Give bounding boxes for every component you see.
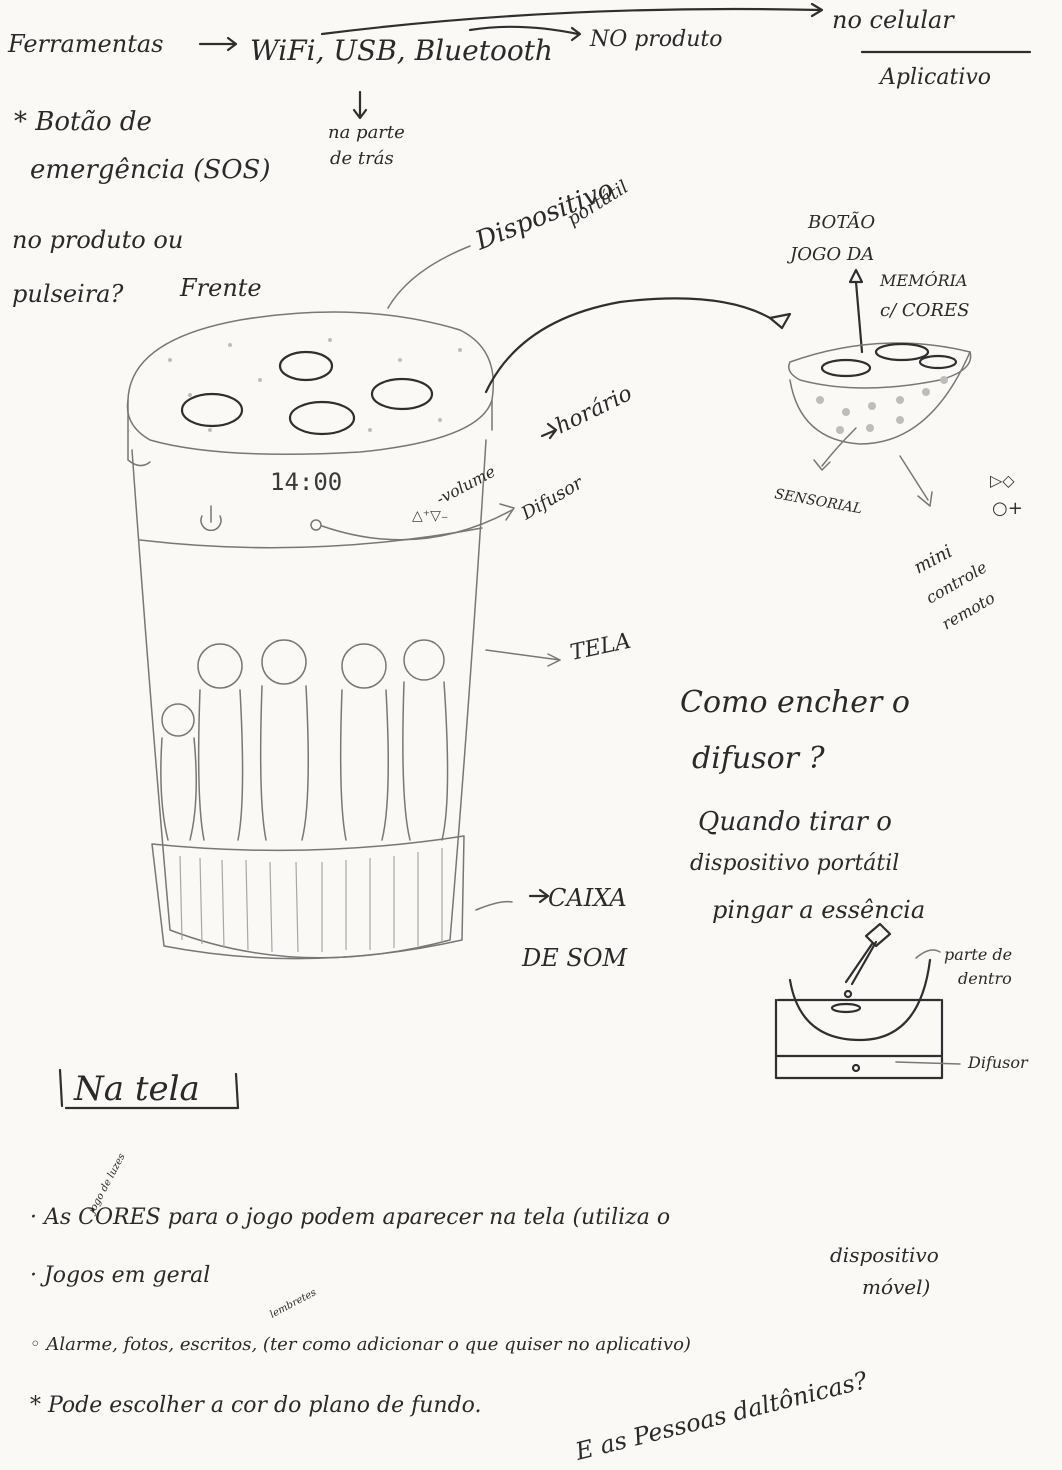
speaker-label-2: DE SOM [521, 944, 629, 972]
lid-button-right [372, 379, 432, 409]
inner-part-1: parte de [944, 945, 1012, 964]
diffuser-q-2: difusor ? [692, 741, 826, 776]
screen-notes: Na tela jogo de luzes · As CORES para o … [30, 1069, 939, 1466]
diffuser-tag: Difusor [967, 1053, 1029, 1072]
diffuser-notes: Como encher o difusor ? Quando tirar o d… [680, 685, 1029, 1078]
arrow-to-remote [486, 298, 770, 392]
on-phone-label: no celular [832, 6, 955, 34]
remote-button-1 [822, 360, 870, 376]
sos-notes: * Botão de emergência (SOS) no produto o… [12, 107, 271, 308]
note-above-escritos: lembretes [268, 1287, 318, 1321]
portable-leader [388, 246, 470, 308]
memory-line-1: BOTÃO [807, 211, 875, 233]
curve-to-product [470, 27, 578, 34]
screen-bullet-1-cont-1: dispositivo [830, 1243, 939, 1267]
on-product-label: NO produto [589, 27, 722, 52]
speaker-label-1: CAIXA [548, 884, 627, 912]
diffuser-q-1: Como encher o [680, 685, 910, 720]
diffuser-q-3: Quando tirar o [698, 807, 892, 837]
sos-line-2: emergência (SOS) [30, 155, 271, 185]
memory-line-2: JOGO DA [786, 244, 874, 265]
arrow-down-back [354, 92, 366, 118]
diffuser-q-4: dispositivo portátil [690, 851, 899, 876]
screen-bullet-1: · As CORES para o jogo podem aparecer na… [30, 1205, 670, 1230]
screen-label: TELA [568, 629, 633, 666]
remote-texture [816, 376, 948, 434]
diffuser-q-5: pingar a essência [712, 896, 925, 924]
memory-line-4: c/ CORES [880, 300, 969, 321]
connectivity-label: WiFi, USB, Bluetooth [250, 34, 553, 67]
back-note-2: de trás [330, 148, 394, 169]
arrow-tools [200, 38, 236, 50]
inner-part-2: dentro [958, 969, 1012, 988]
header-notes: Ferramentas WiFi, USB, Bluetooth NO prod… [7, 4, 1030, 169]
back-note-1: na parte [328, 122, 405, 143]
app-label: Aplicativo [878, 65, 991, 90]
sensorial-label: SENSORIAL [773, 486, 863, 517]
dropper-icon [845, 924, 890, 997]
memory-line-3: MEMÓRIA [879, 270, 967, 290]
lid-button-center [290, 402, 354, 434]
svg-text:○+: ○+ [992, 498, 1023, 519]
speaker-grille [180, 848, 442, 952]
remote-button-2 [876, 344, 928, 360]
clock-display: 14:00 [270, 468, 342, 496]
remote-shapes: ▷◇ [990, 471, 1015, 490]
front-label: Frente [179, 274, 262, 302]
screen-notes-title: Na tela [73, 1069, 200, 1109]
remote-button-3 [920, 356, 956, 368]
colorblind-question: E as Pessoas daltônicas? [572, 1366, 870, 1466]
diffuser-label: Difusor [517, 472, 588, 525]
screen-bullet-4: * Pode escolher a cor do plano de fundo. [30, 1393, 482, 1418]
screen-bullet-1-cont-2: móvel) [862, 1275, 930, 1299]
sos-line-1: * Botão de [14, 107, 152, 137]
lid-button-top [280, 352, 332, 380]
volume-arrows: △⁺▽₋ [412, 508, 448, 524]
lid-buttons [182, 352, 432, 434]
screen-bullet-2: · Jogos em geral [30, 1263, 210, 1288]
remote-label-1: mini [910, 541, 955, 578]
screen-bullet-3: ◦ Alarme, fotos, escritos, (ter como adi… [30, 1334, 691, 1355]
diffuser-nozzle [311, 520, 321, 530]
sos-line-4: pulseira? [12, 280, 123, 308]
tools-label: Ferramentas [7, 30, 163, 58]
screen-people [161, 640, 448, 840]
clock-label: horário [552, 381, 637, 439]
sos-line-3: no produto ou [12, 226, 183, 254]
power-icon [201, 506, 221, 530]
curve-to-phone [322, 9, 820, 34]
volume-label: -volume [433, 462, 499, 509]
lid-button-left [182, 394, 242, 426]
